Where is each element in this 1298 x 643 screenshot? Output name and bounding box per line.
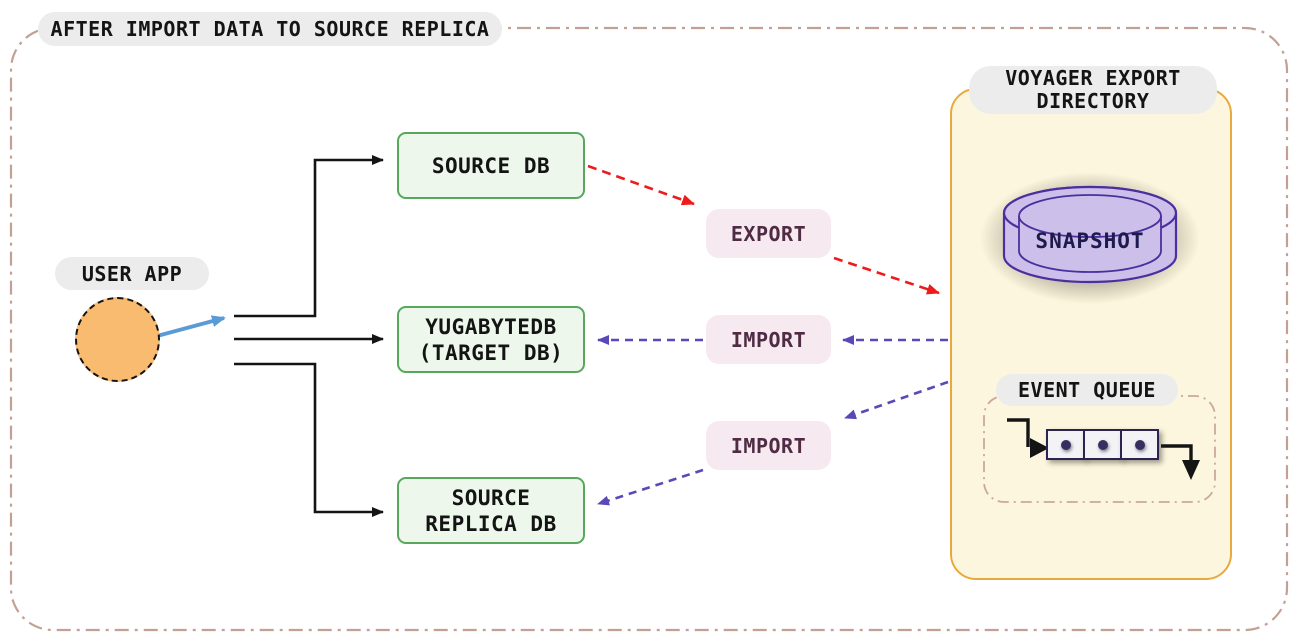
- queue-cell: [1120, 429, 1159, 460]
- voyager-export-directory-panel: [950, 88, 1232, 580]
- export-arrow-label-to-panel: [833, 256, 940, 295]
- queue-item-dot: [1060, 439, 1071, 450]
- snapshot-cylinder-icon: [980, 172, 1200, 304]
- node-target-db: YUGABYTEDB (TARGET DB): [397, 306, 585, 373]
- node-source-replica-db: SOURCE REPLICA DB: [397, 477, 585, 544]
- event-queue-label: EVENT QUEUE: [996, 374, 1178, 406]
- node-source-db: SOURCE DB: [397, 132, 585, 199]
- voyager-panel-title: VOYAGER EXPORT DIRECTORY: [969, 66, 1217, 114]
- queue-out-arrowhead: [1182, 460, 1200, 480]
- snapshot-label: SNAPSHOT: [1035, 229, 1145, 253]
- import-arrow-panel-to-label2: [844, 380, 949, 420]
- user-app-icon: [75, 297, 160, 382]
- source-replica-label-line1: SOURCE: [451, 485, 531, 510]
- source-replica-label-line2: REPLICA DB: [425, 511, 557, 536]
- export-label: EXPORT: [706, 209, 831, 258]
- user-app-label: USER APP: [55, 257, 209, 290]
- user-app-arrow: [156, 315, 226, 338]
- target-db-label-line2: (TARGET DB): [418, 340, 564, 365]
- diagram-frame-border: [9, 26, 1289, 632]
- diagram-title: AFTER IMPORT DATA TO SOURCE REPLICA: [38, 12, 502, 46]
- event-queue-cells: [1046, 429, 1159, 460]
- queue-item-dot: [1097, 439, 1108, 450]
- import-label-target: IMPORT: [706, 315, 831, 364]
- queue-cell: [1083, 429, 1122, 460]
- branch-to-source-db: [234, 155, 384, 318]
- queue-in-arrowhead: [1030, 438, 1049, 458]
- branch-to-source-replica-db: [234, 362, 384, 517]
- import-arrow-label2-to-replica-db: [597, 468, 704, 506]
- import-label-replica: IMPORT: [706, 421, 831, 470]
- voyager-title-line2: DIRECTORY: [1036, 89, 1150, 113]
- target-db-label-line1: YUGABYTEDB: [425, 314, 557, 339]
- queue-item-dot: [1134, 439, 1145, 450]
- voyager-title-line1: VOYAGER EXPORT: [1005, 66, 1181, 90]
- queue-cell: [1046, 429, 1085, 460]
- queue-flow-arrows: [1007, 418, 1200, 480]
- export-arrow-sourcedb-to-label: [587, 164, 695, 206]
- source-db-label: SOURCE DB: [431, 153, 551, 178]
